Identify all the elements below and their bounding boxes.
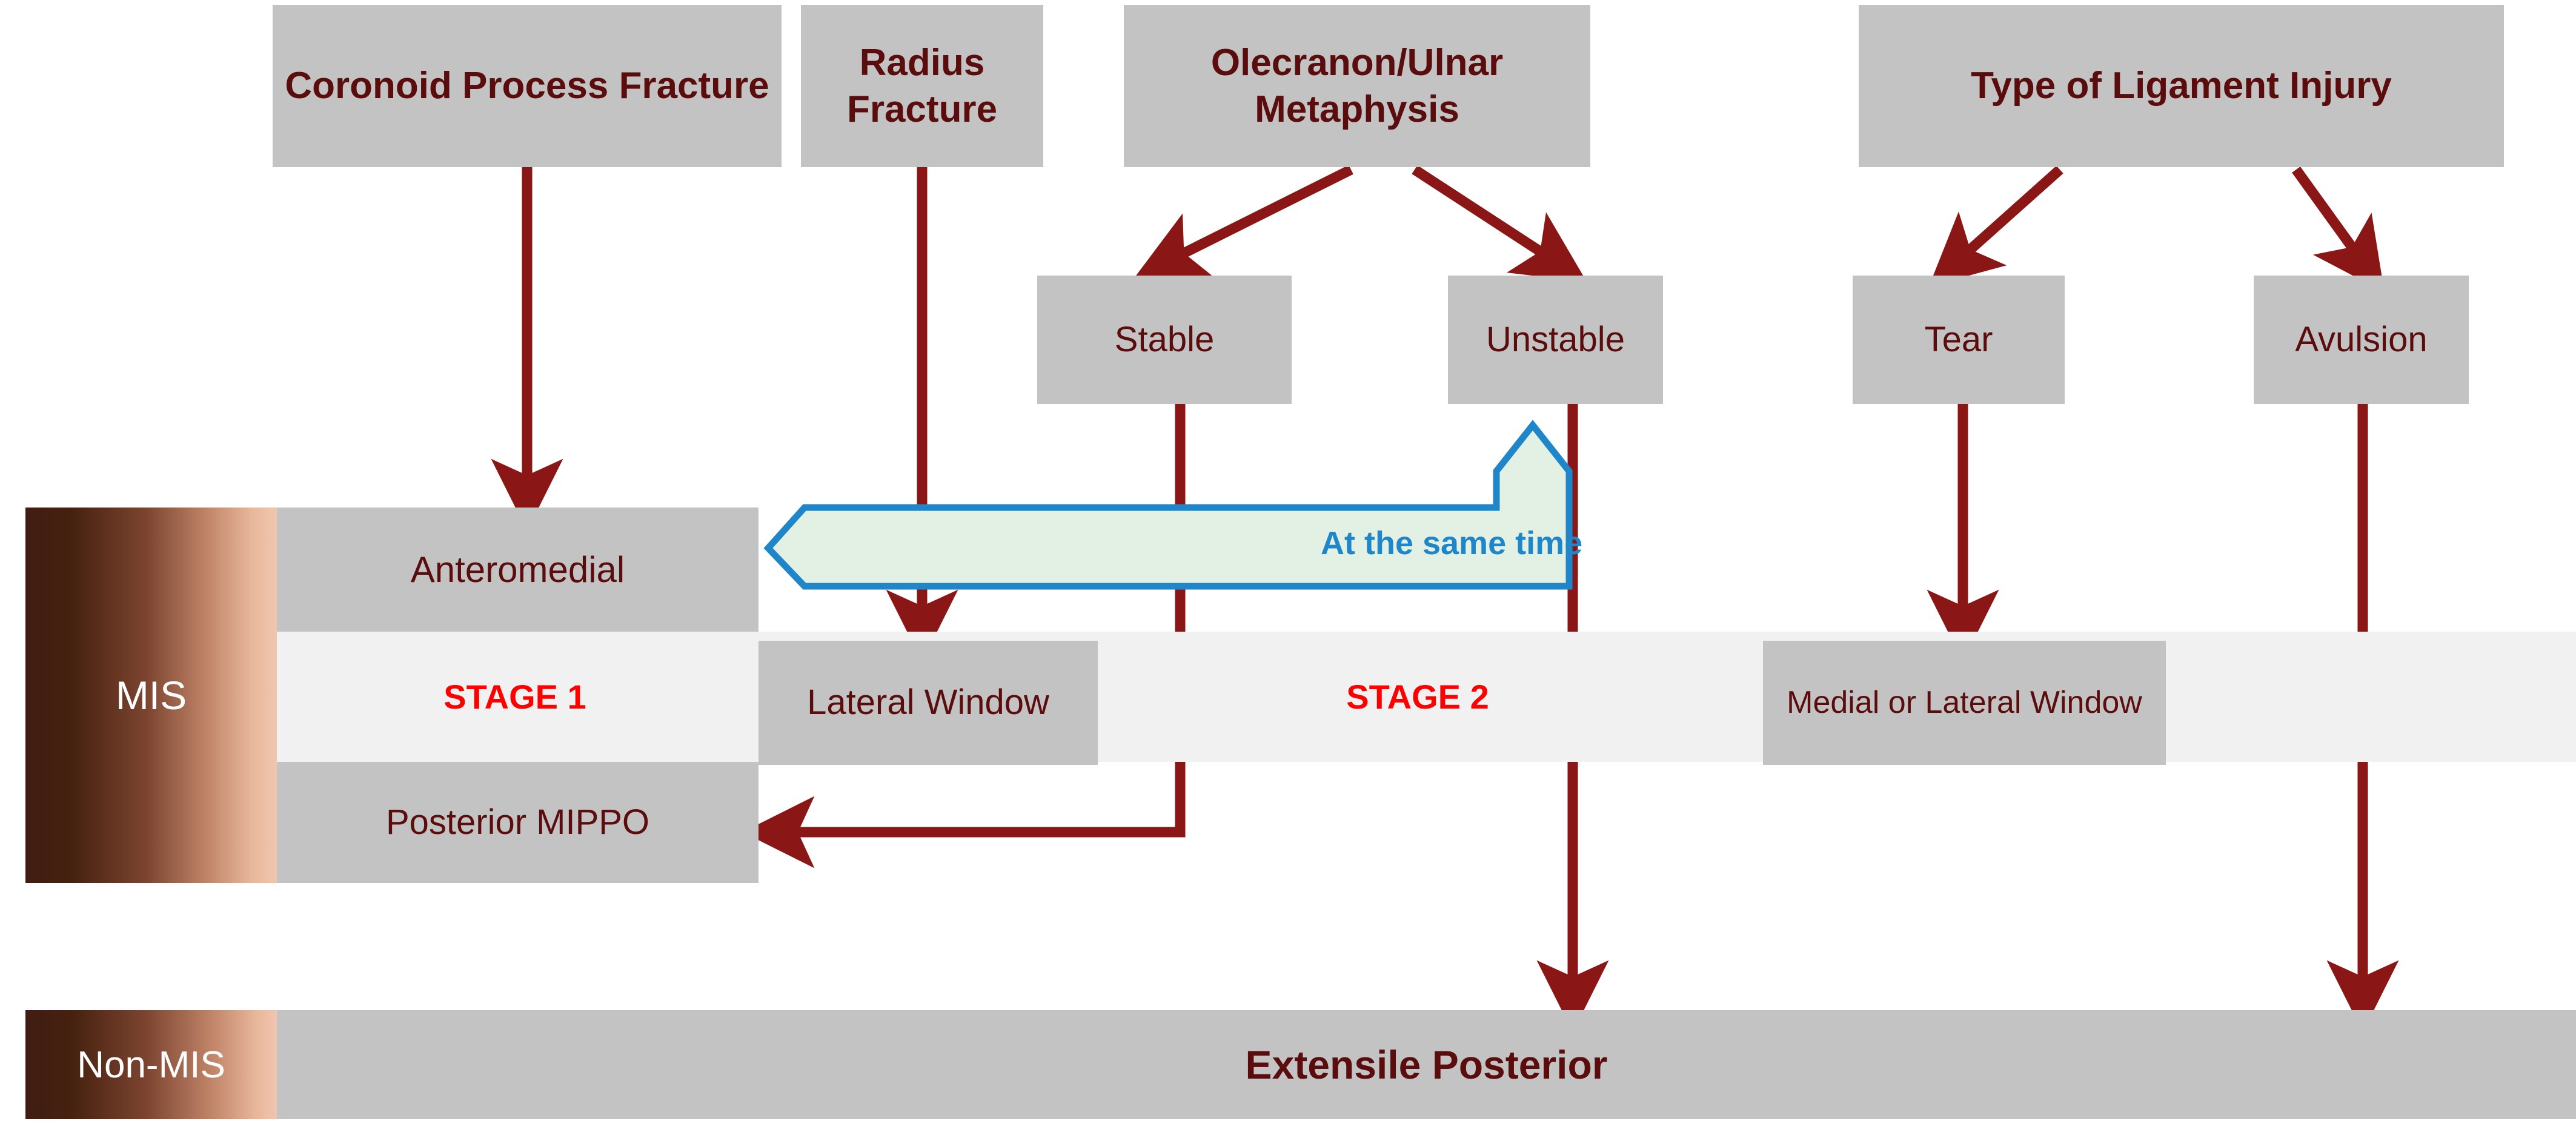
node-stable[interactable]: Stable bbox=[1037, 276, 1292, 404]
mis-band-label: MIS bbox=[115, 673, 187, 718]
arrow-olecranon-to-stable bbox=[1134, 165, 1353, 278]
node-anteromedial[interactable]: Anteromedial bbox=[277, 508, 759, 632]
arrow-ligament-to-avulsion bbox=[2292, 167, 2385, 293]
arrow-ligament-to-tear bbox=[1928, 165, 2063, 287]
node-type-of-ligament-injury[interactable]: Type of Ligament Injury bbox=[1859, 5, 2504, 167]
arrow-olecranon-to-unstable bbox=[1412, 165, 1587, 282]
node-medial-or-lateral-window[interactable]: Medial or Lateral Window bbox=[1763, 641, 2166, 765]
non-mis-band-label: Non-MIS bbox=[77, 1043, 225, 1086]
node-tear[interactable]: Tear bbox=[1853, 276, 2065, 404]
mis-gradient-band bbox=[25, 508, 277, 883]
stage-1-label: STAGE 1 bbox=[443, 677, 586, 716]
node-coronoid-process-fracture[interactable]: Coronoid Process Fracture bbox=[273, 5, 782, 167]
arrow-stable-to-posterior-mippo bbox=[742, 404, 1186, 868]
node-olecranon-ulnar-metaphysis[interactable]: Olecranon/Ulnar Metaphysis bbox=[1124, 5, 1590, 167]
node-lateral-window[interactable]: Lateral Window bbox=[759, 641, 1098, 765]
node-unstable[interactable]: Unstable bbox=[1448, 276, 1663, 404]
node-radius-fracture[interactable]: Radius Fracture bbox=[801, 5, 1043, 167]
stage-band bbox=[277, 632, 2576, 762]
node-extensile-posterior[interactable]: Extensile Posterior bbox=[277, 1010, 2576, 1119]
non-mis-gradient-band bbox=[25, 1010, 277, 1119]
callout-at-the-same-time-label: At the same time bbox=[1321, 525, 1583, 561]
node-posterior-mippo[interactable]: Posterior MIPPO bbox=[277, 762, 759, 883]
stage-2-label: STAGE 2 bbox=[1346, 677, 1489, 716]
node-avulsion[interactable]: Avulsion bbox=[2254, 276, 2469, 404]
